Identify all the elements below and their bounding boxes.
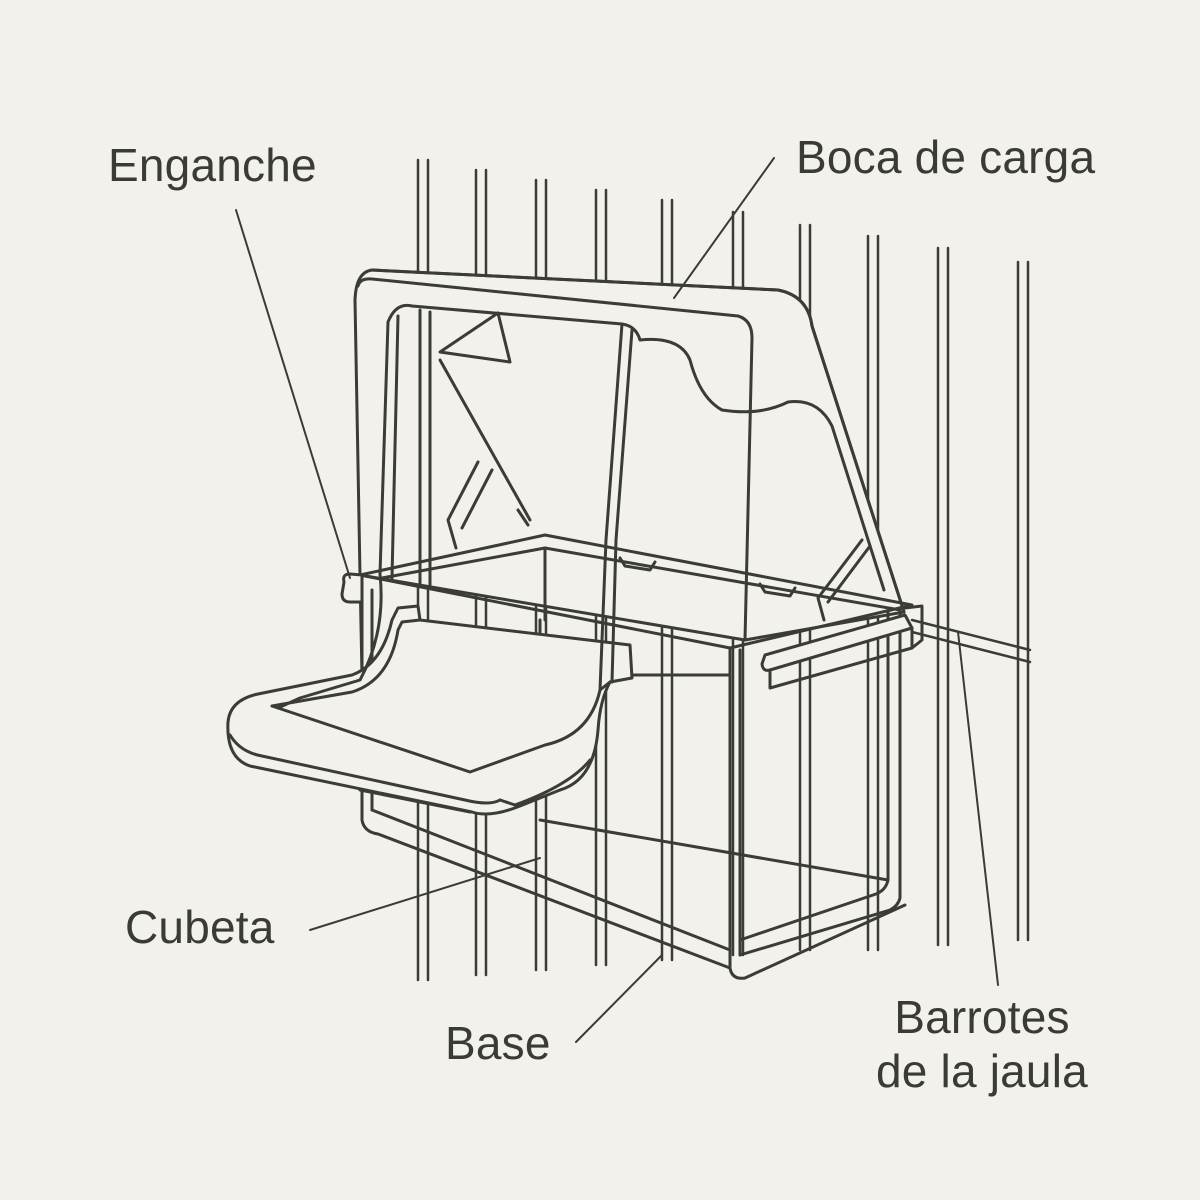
back-panel-diagonal [438, 358, 532, 522]
side-clip [760, 538, 924, 690]
leader-boca-de-carga [673, 157, 775, 299]
perch-tray [226, 322, 634, 816]
hopper [353, 268, 906, 642]
label-cubeta: Cubeta [125, 901, 275, 953]
tray-inner-floor [270, 680, 612, 774]
label-barrotes-line1: Barrotes [894, 991, 1070, 1043]
bowl-front-left [360, 573, 732, 970]
hopper-front-face [356, 277, 754, 642]
tray-riser-right [598, 322, 624, 692]
tray-front-lip [228, 733, 502, 805]
back-panel-clip [446, 460, 494, 550]
tray-riser-right2 [610, 328, 634, 684]
hopper-right-slope [810, 324, 906, 614]
clip-hook [903, 604, 924, 650]
label-enganche: Enganche [108, 139, 317, 191]
hook-shape [340, 572, 364, 604]
label-barrotes-line2: de la jaula [876, 1045, 1088, 1097]
back-panel [438, 311, 512, 364]
leader-lines [235, 157, 999, 1043]
hopper-inner-window [386, 303, 886, 592]
label-barrotes-de-la-jaula: Barrotes de la jaula [876, 990, 1088, 1098]
bowl-front-right [728, 646, 907, 980]
bowl-top-rim [358, 533, 914, 650]
tray-inner-lip [270, 618, 422, 708]
enganche-hook [340, 572, 364, 604]
tray-outline [226, 604, 634, 816]
clip-bar [760, 613, 914, 672]
bowl-right-side [738, 608, 902, 957]
cage-bar [1016, 260, 1030, 942]
hopper-inner-divider [418, 308, 432, 590]
leader-enganche [235, 209, 351, 579]
tray-bottom [358, 788, 472, 814]
hopper-inner-left-rail [378, 314, 400, 580]
clip-bar-front [768, 626, 914, 690]
bowl-rim-notches [618, 556, 797, 598]
hopper-top-edge [370, 268, 814, 328]
cage-bar [936, 246, 950, 947]
clip-wire [816, 538, 872, 622]
tray-side-right [498, 758, 592, 807]
cage-crossbar [910, 618, 1032, 664]
label-boca-de-carga: Boca de carga [796, 131, 1096, 183]
leader-cubeta [309, 857, 541, 931]
leader-barrotes [957, 631, 999, 986]
back-panel-tab [516, 508, 530, 527]
leader-base [575, 954, 663, 1043]
label-base: Base [445, 1017, 551, 1069]
bowl-bottom-left [370, 808, 732, 952]
tray-riser-left [276, 572, 383, 710]
